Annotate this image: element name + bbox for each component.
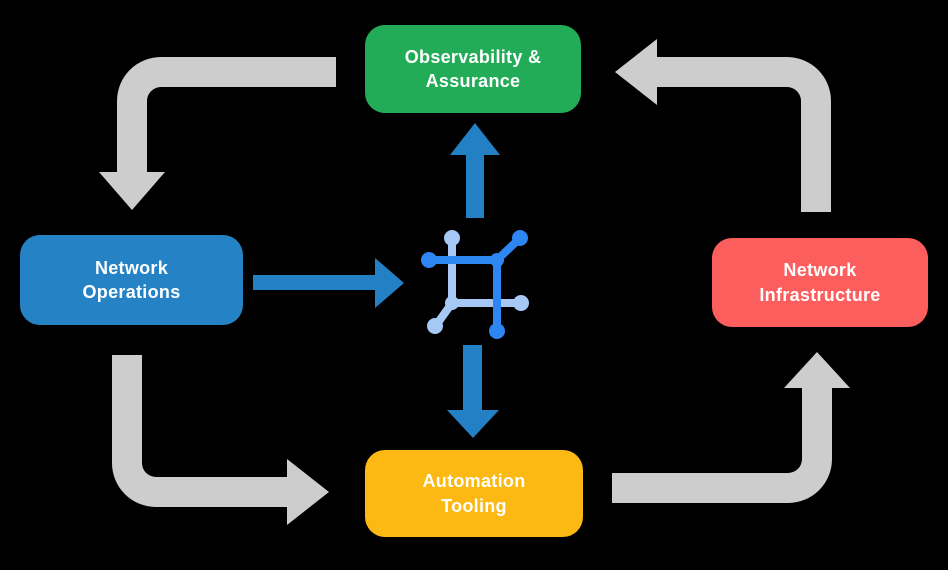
arrow-infrastructure-to-observability [657, 57, 831, 212]
node-automation-tooling: Automation Tooling [365, 450, 583, 537]
network-mesh-icon [421, 230, 529, 339]
arrowhead-right-icon [287, 459, 329, 525]
node-label: Network Operations [82, 257, 181, 302]
node-label: Automation Tooling [422, 471, 526, 516]
arrow-operations-to-automation [112, 355, 287, 507]
arrow-operations-to-core [253, 275, 375, 290]
icon-light-nodes [427, 230, 529, 334]
arrow-core-to-automation [463, 345, 482, 411]
arrowhead-right-icon [375, 258, 404, 308]
arrow-observability-to-operations [117, 57, 336, 173]
node-label: Observability & Assurance [404, 46, 542, 91]
arrowhead-up-icon [450, 123, 500, 155]
arrow-automation-to-infrastructure [612, 388, 832, 503]
arrow-core-to-observability [466, 155, 484, 218]
node-observability-assurance: Observability & Assurance [365, 25, 581, 113]
icon-dark-nodes [421, 230, 528, 339]
arrowhead-down-icon [99, 172, 165, 210]
node-network-infrastructure: Network Infrastructure [712, 238, 928, 327]
arrowhead-down-icon [447, 410, 499, 438]
node-label: Network Infrastructure [759, 260, 881, 305]
arrowhead-left-icon [615, 39, 657, 105]
node-network-operations: Network Operations [20, 235, 243, 325]
arrowhead-up-icon [784, 352, 850, 388]
